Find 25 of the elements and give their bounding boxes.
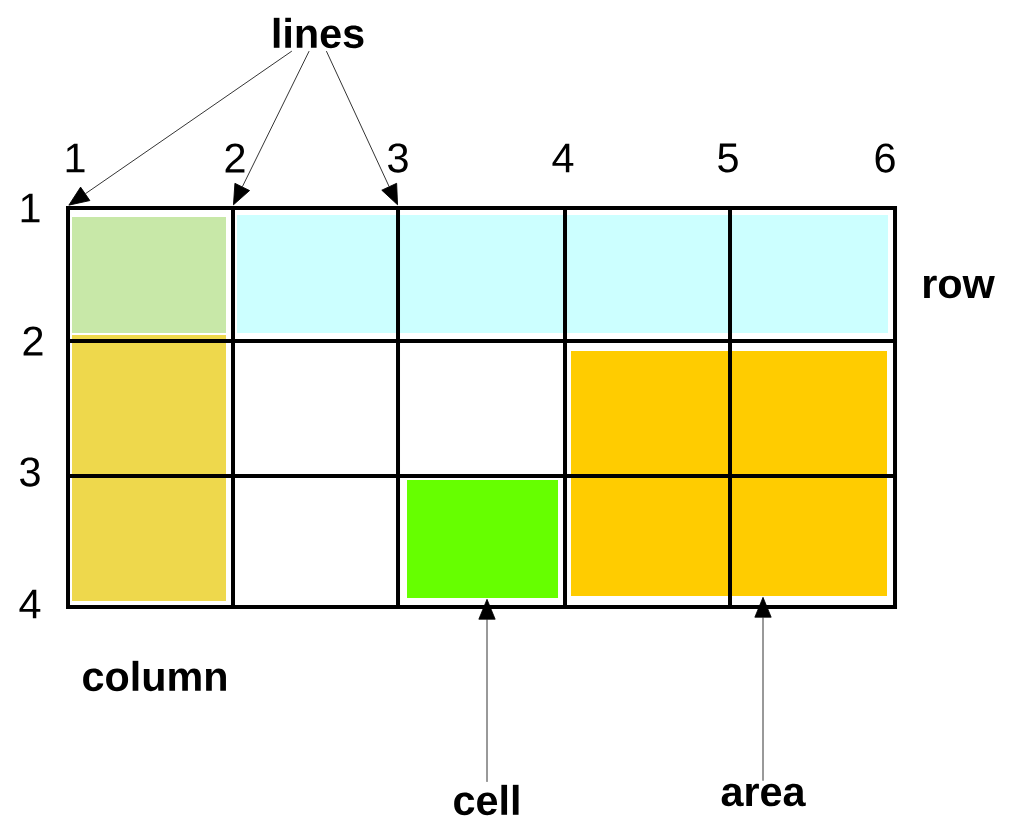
line-number: 3 [20,457,40,487]
leader-arrow [68,50,293,206]
line-number: 1 [66,143,85,173]
line-number: 4 [19,589,41,619]
line-number: 4 [552,143,574,173]
highlighted-area [571,351,887,596]
leader-arrow [478,598,496,783]
axis-label: column [83,660,226,692]
axis-label: row [924,275,995,299]
line-number: 2 [23,326,43,356]
cell-label: cell [454,784,519,816]
column-area [72,335,226,601]
highlighted-cell [407,480,558,598]
line-number: 5 [718,143,738,173]
line-number: 6 [875,143,895,173]
leader-arrow [754,596,772,782]
row-area [237,215,888,333]
leader-arrow [326,50,398,206]
lines-label: lines [273,17,364,49]
line-number: 1 [21,193,40,223]
area-label: area [721,783,806,807]
line-number: 3 [388,143,408,173]
leader-arrow [233,50,310,206]
line-number: 2 [225,143,245,173]
column-area [72,217,226,333]
